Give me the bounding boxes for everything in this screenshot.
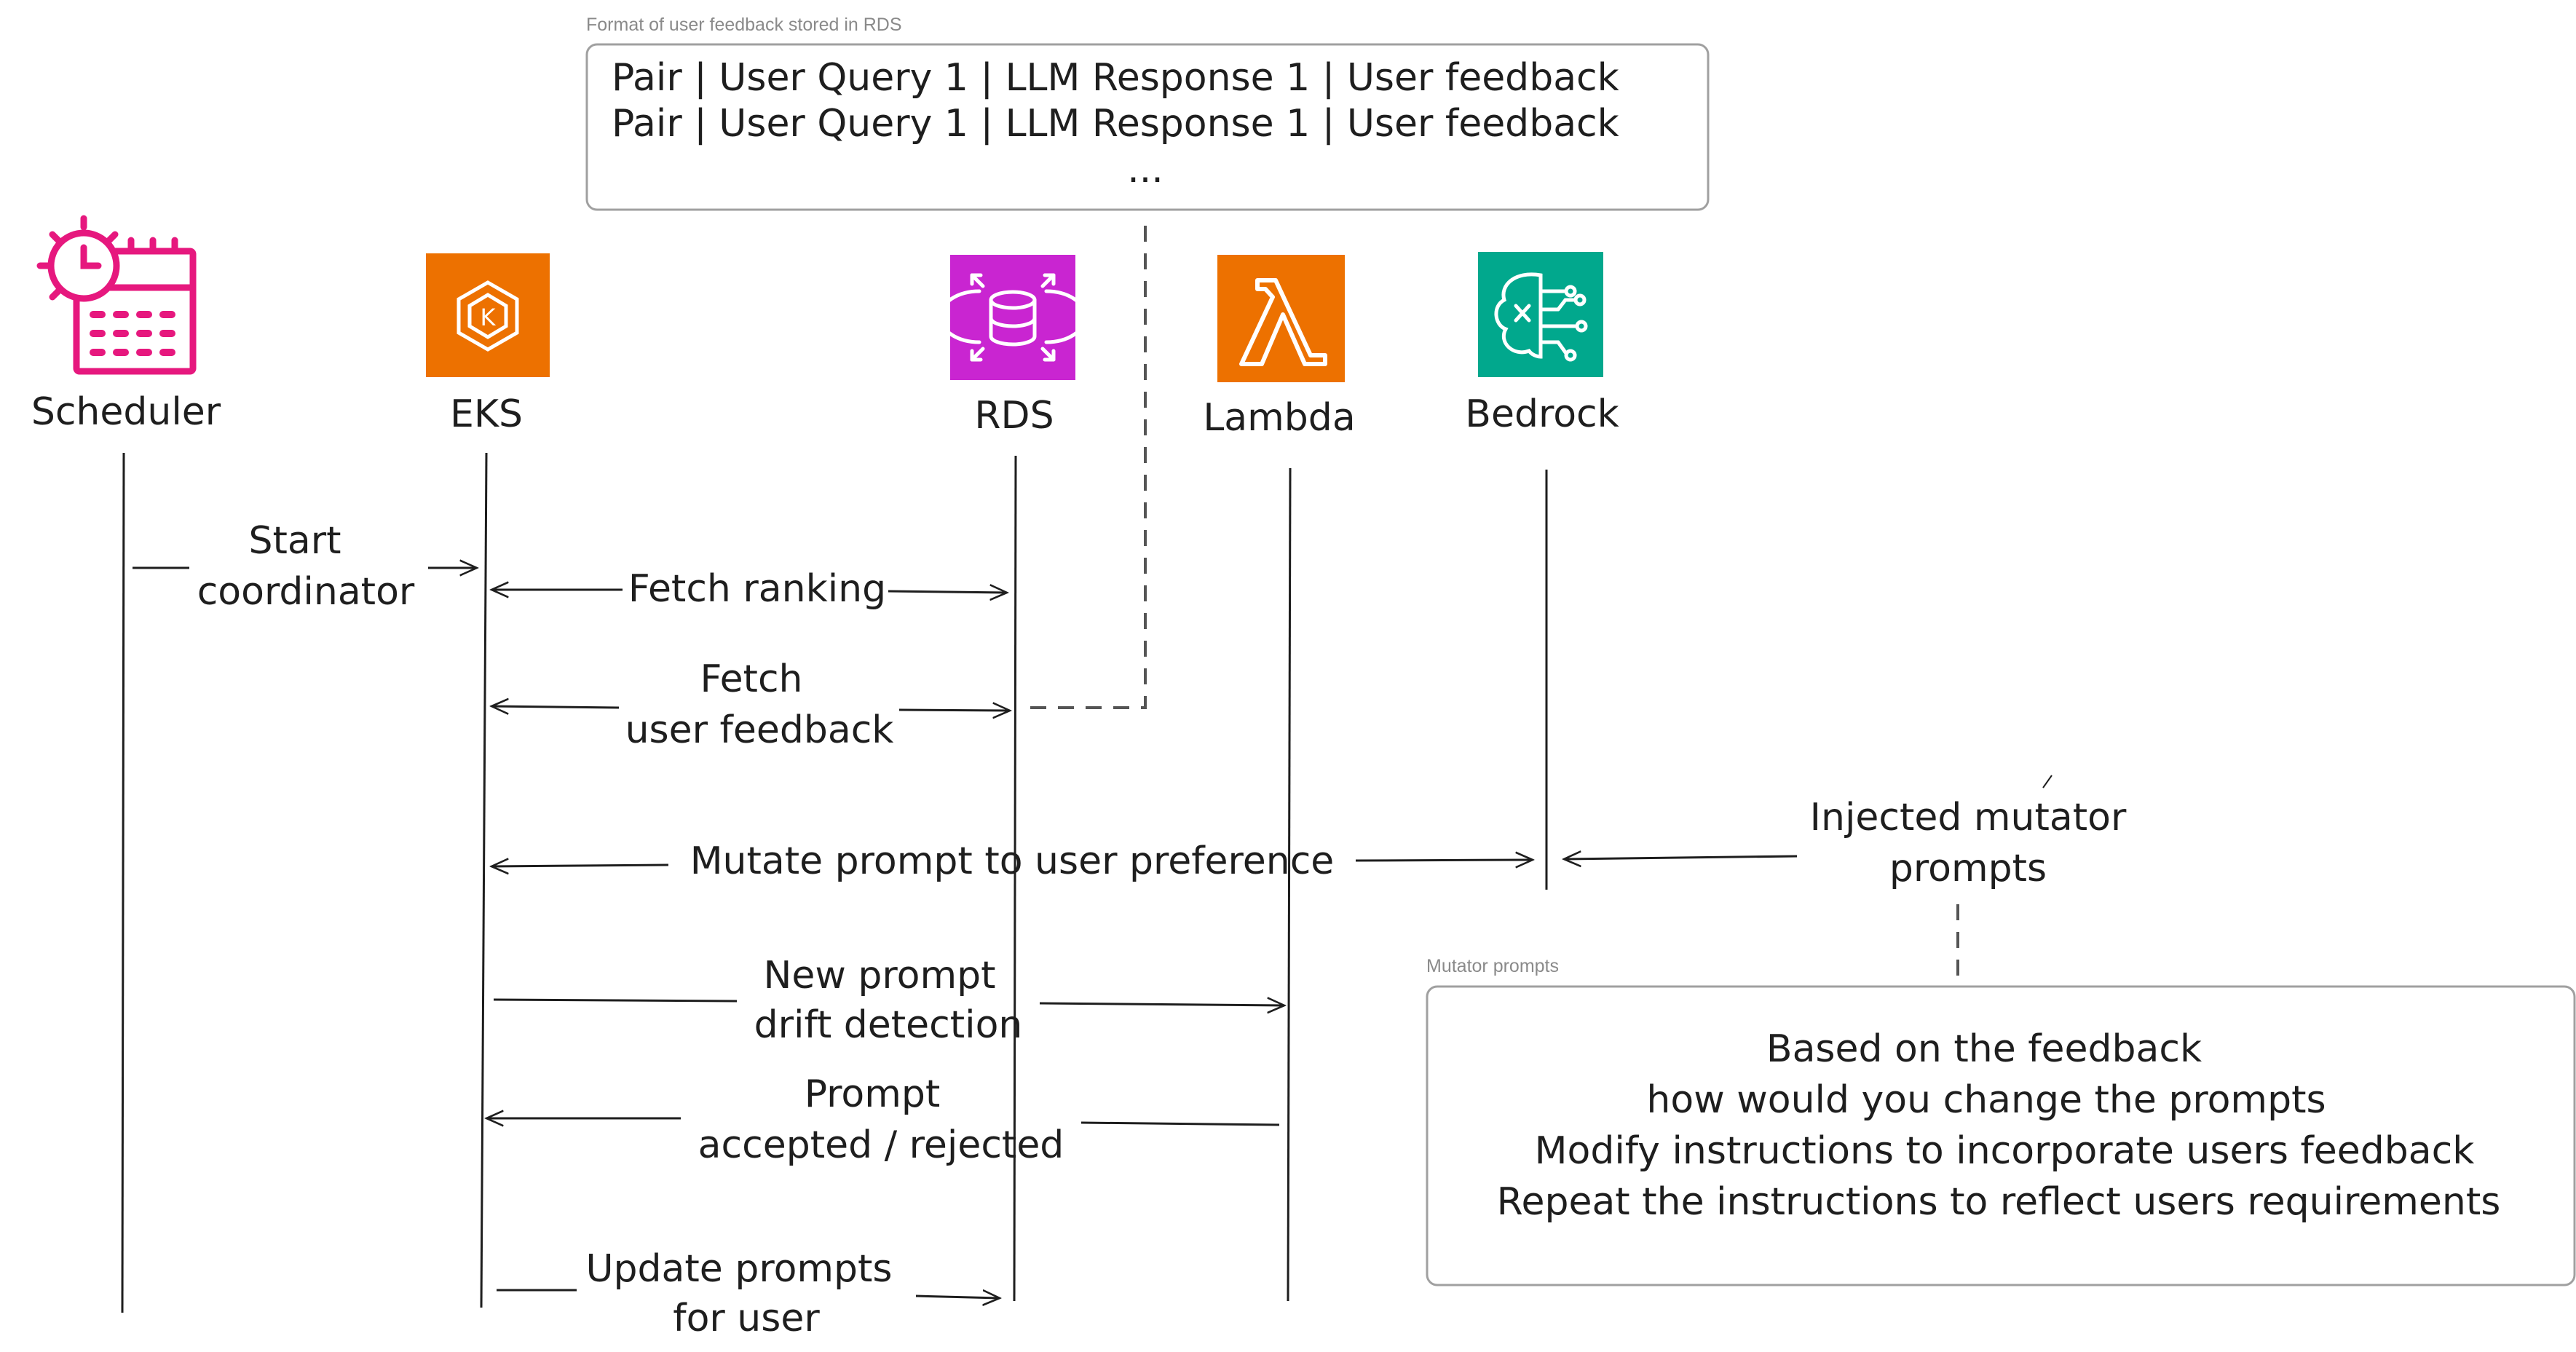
message-label-update-prompts-1: Update prompts [585, 1247, 892, 1291]
actor-label-rds: RDS [974, 394, 1054, 438]
actor-scheduler: Scheduler [31, 215, 221, 434]
message-label-prompt-accepted-1: Prompt [805, 1072, 941, 1116]
actor-rds: RDS [938, 255, 1088, 438]
mutator-note-line-3: Modify instructions to incorporate users… [1535, 1129, 2475, 1173]
actor-label-bedrock: Bedrock [1465, 392, 1619, 436]
feedback-format-ellipsis: ... [1127, 148, 1163, 191]
actor-label-lambda: Lambda [1203, 396, 1355, 440]
feedback-format-note: Format of user feedback stored in RDS Pa… [585, 15, 1710, 211]
feedback-format-note-label: Format of user feedback stored in RDS [586, 15, 902, 35]
message-prompt-accepted: Prompt accepted / rejected [486, 1072, 1280, 1167]
message-label-prompt-accepted-2: accepted / rejected [698, 1123, 1064, 1167]
actor-eks: K EKS [426, 253, 550, 436]
kubernetes-icon: K [457, 280, 519, 352]
mutator-note-line-2: how would you change the prompts [1646, 1078, 2326, 1122]
mutator-note-line-4: Repeat the instructions to reflect users… [1497, 1180, 2501, 1224]
message-label-mutate-prompt: Mutate prompt to user preference [690, 839, 1335, 883]
lifeline-eks [480, 452, 488, 1308]
message-label-fetch-user-feedback-2: user feedback [625, 708, 894, 752]
lifeline-rds [1013, 455, 1017, 1302]
message-start-coordinator: Start coordinator [133, 519, 477, 614]
lifelines [121, 452, 1548, 1313]
calendar-clock-icon [36, 215, 197, 375]
mutator-prompts-note: Mutator prompts Based on the feedback ho… [1426, 956, 2576, 1286]
message-new-prompt-drift: New prompt drift detection [493, 954, 1284, 1047]
message-label-new-prompt-1: New prompt [763, 954, 995, 997]
actor-label-eks: EKS [450, 392, 523, 436]
mutator-note-label: Mutator prompts [1426, 956, 1559, 976]
injected-label-2: prompts [1889, 847, 2047, 890]
message-mutate-prompt: Mutate prompt to user preference [491, 839, 1533, 883]
brain-circuit-icon [1494, 272, 1588, 362]
feedback-format-line-2: Pair | User Query 1 | LLM Response 1 | U… [612, 102, 1619, 146]
feedback-format-line-1: Pair | User Query 1 | LLM Response 1 | U… [612, 56, 1619, 100]
message-label-fetch-ranking: Fetch ranking [628, 567, 886, 611]
lifeline-scheduler [121, 452, 125, 1313]
lambda-icon [1239, 278, 1327, 366]
actor-bedrock: Bedrock [1465, 252, 1619, 436]
message-update-prompts: Update prompts for user [497, 1247, 1000, 1340]
message-label-fetch-user-feedback-1: Fetch [700, 657, 803, 701]
note-connector-dashed [1030, 226, 1147, 709]
database-icon [938, 273, 1088, 362]
mutator-note-line-1: Based on the feedback [1766, 1027, 2202, 1071]
message-label-new-prompt-2: drift detection [754, 1003, 1023, 1047]
message-label-update-prompts-2: for user [673, 1297, 820, 1340]
actor-label-scheduler: Scheduler [31, 390, 221, 434]
message-fetch-ranking: Fetch ranking [491, 567, 1007, 611]
message-label-start-coordinator-1: Start [248, 519, 341, 563]
actor-lambda: Lambda [1203, 255, 1356, 440]
message-injected-mutator: Injected mutator prompts [1564, 775, 2127, 890]
svg-text:K: K [481, 304, 497, 331]
message-label-start-coordinator-2: coordinator [197, 570, 415, 614]
message-fetch-user-feedback: Fetch user feedback [491, 657, 1010, 752]
lifeline-lambda [1287, 467, 1292, 1302]
injected-label-1: Injected mutator [1810, 796, 2127, 839]
